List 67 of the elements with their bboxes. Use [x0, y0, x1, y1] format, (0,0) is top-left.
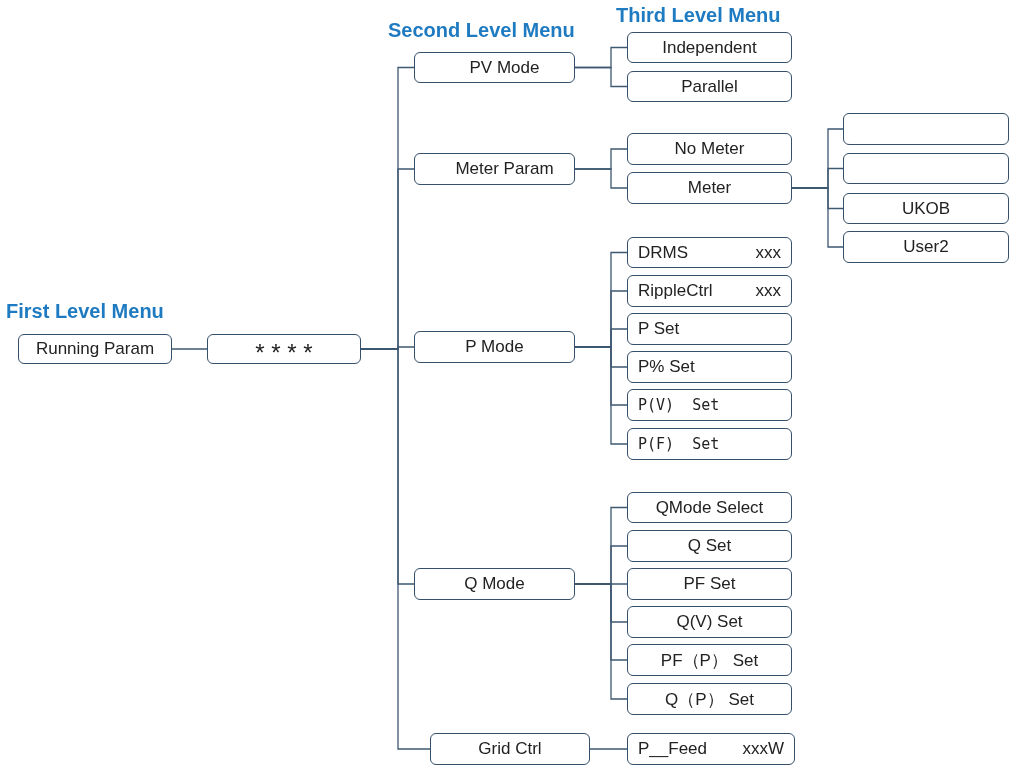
connector-line	[574, 346, 628, 445]
menu-box	[627, 71, 792, 102]
menu-box	[627, 275, 792, 307]
menu-item-text: P Mode	[465, 337, 524, 357]
menu-item-text: No Meter	[674, 139, 745, 159]
menu-item-text: User2	[903, 237, 949, 257]
menu-box	[627, 644, 792, 676]
menu-box	[843, 193, 1009, 224]
menu-box	[627, 733, 795, 765]
menu-item-text: P__Feed	[638, 739, 707, 759]
connector-line	[574, 583, 628, 700]
menu-box	[627, 133, 792, 165]
menu-box	[627, 568, 792, 600]
menu-box	[430, 733, 590, 765]
menu-box	[18, 334, 172, 364]
menu-item-text: PF Set	[683, 574, 736, 594]
level-heading: Third Level Menu	[616, 4, 781, 27]
menu-box	[414, 52, 575, 83]
level-heading: First Level Menu	[6, 300, 164, 323]
connector-line	[574, 168, 628, 189]
connector-line	[171, 348, 208, 350]
menu-box	[627, 492, 792, 523]
menu-box	[627, 313, 792, 345]
menu-box	[414, 331, 575, 363]
menu-box	[207, 334, 361, 364]
menu-item-text: Q（P） Set	[665, 688, 754, 711]
menu-box	[627, 530, 792, 562]
menu-item-text: Q Mode	[464, 574, 525, 594]
menu-box	[414, 153, 575, 185]
menu-item-text: xxx	[755, 242, 781, 263]
menu-item-text: Meter	[687, 178, 732, 198]
menu-item-text: PV Mode	[469, 57, 540, 78]
menu-item-text: QMode Select	[655, 497, 764, 518]
menu-item-text: P% Set	[638, 357, 695, 377]
menu-box	[627, 32, 792, 63]
menu-item-text: Grid Ctrl	[478, 739, 542, 759]
menu-box	[627, 683, 792, 715]
menu-box	[627, 606, 792, 638]
menu-item-text: * * * *	[255, 339, 313, 367]
menu-box	[414, 568, 575, 600]
menu-item-text: Parallel	[681, 76, 738, 97]
empty-box	[843, 113, 1009, 145]
menu-box	[627, 351, 792, 383]
menu-item-text: DRMS	[638, 242, 689, 263]
menu-item-text: Meter Param	[455, 159, 554, 179]
menu-item-text: xxx	[755, 281, 781, 301]
menu-item-text: P Set	[638, 319, 680, 339]
menu-item-text: P(V) Set	[638, 396, 720, 414]
menu-item-text: xxxW	[742, 739, 784, 759]
menu-item-text: Independent	[662, 37, 757, 58]
menu-item-text: RippleCtrl	[638, 281, 713, 301]
menu-box	[627, 172, 792, 204]
menu-item-text: Running Param	[35, 339, 155, 359]
connector-line	[791, 187, 844, 248]
menu-item-text: P(F) Set	[638, 435, 720, 453]
empty-box	[843, 153, 1009, 184]
menu-box	[627, 389, 792, 421]
menu-item-text: UKOB	[901, 198, 951, 219]
menu-item-text: Q Set	[687, 536, 732, 556]
menu-item-text: PF（P） Set	[660, 649, 759, 672]
menu-box	[843, 231, 1009, 263]
level-heading: Second Level Menu	[388, 19, 575, 42]
menu-box	[627, 428, 792, 460]
menu-item-text: Q(V) Set	[676, 612, 743, 632]
connector-line	[574, 66, 628, 88]
menu-box	[627, 237, 792, 268]
connector-line	[589, 748, 628, 750]
